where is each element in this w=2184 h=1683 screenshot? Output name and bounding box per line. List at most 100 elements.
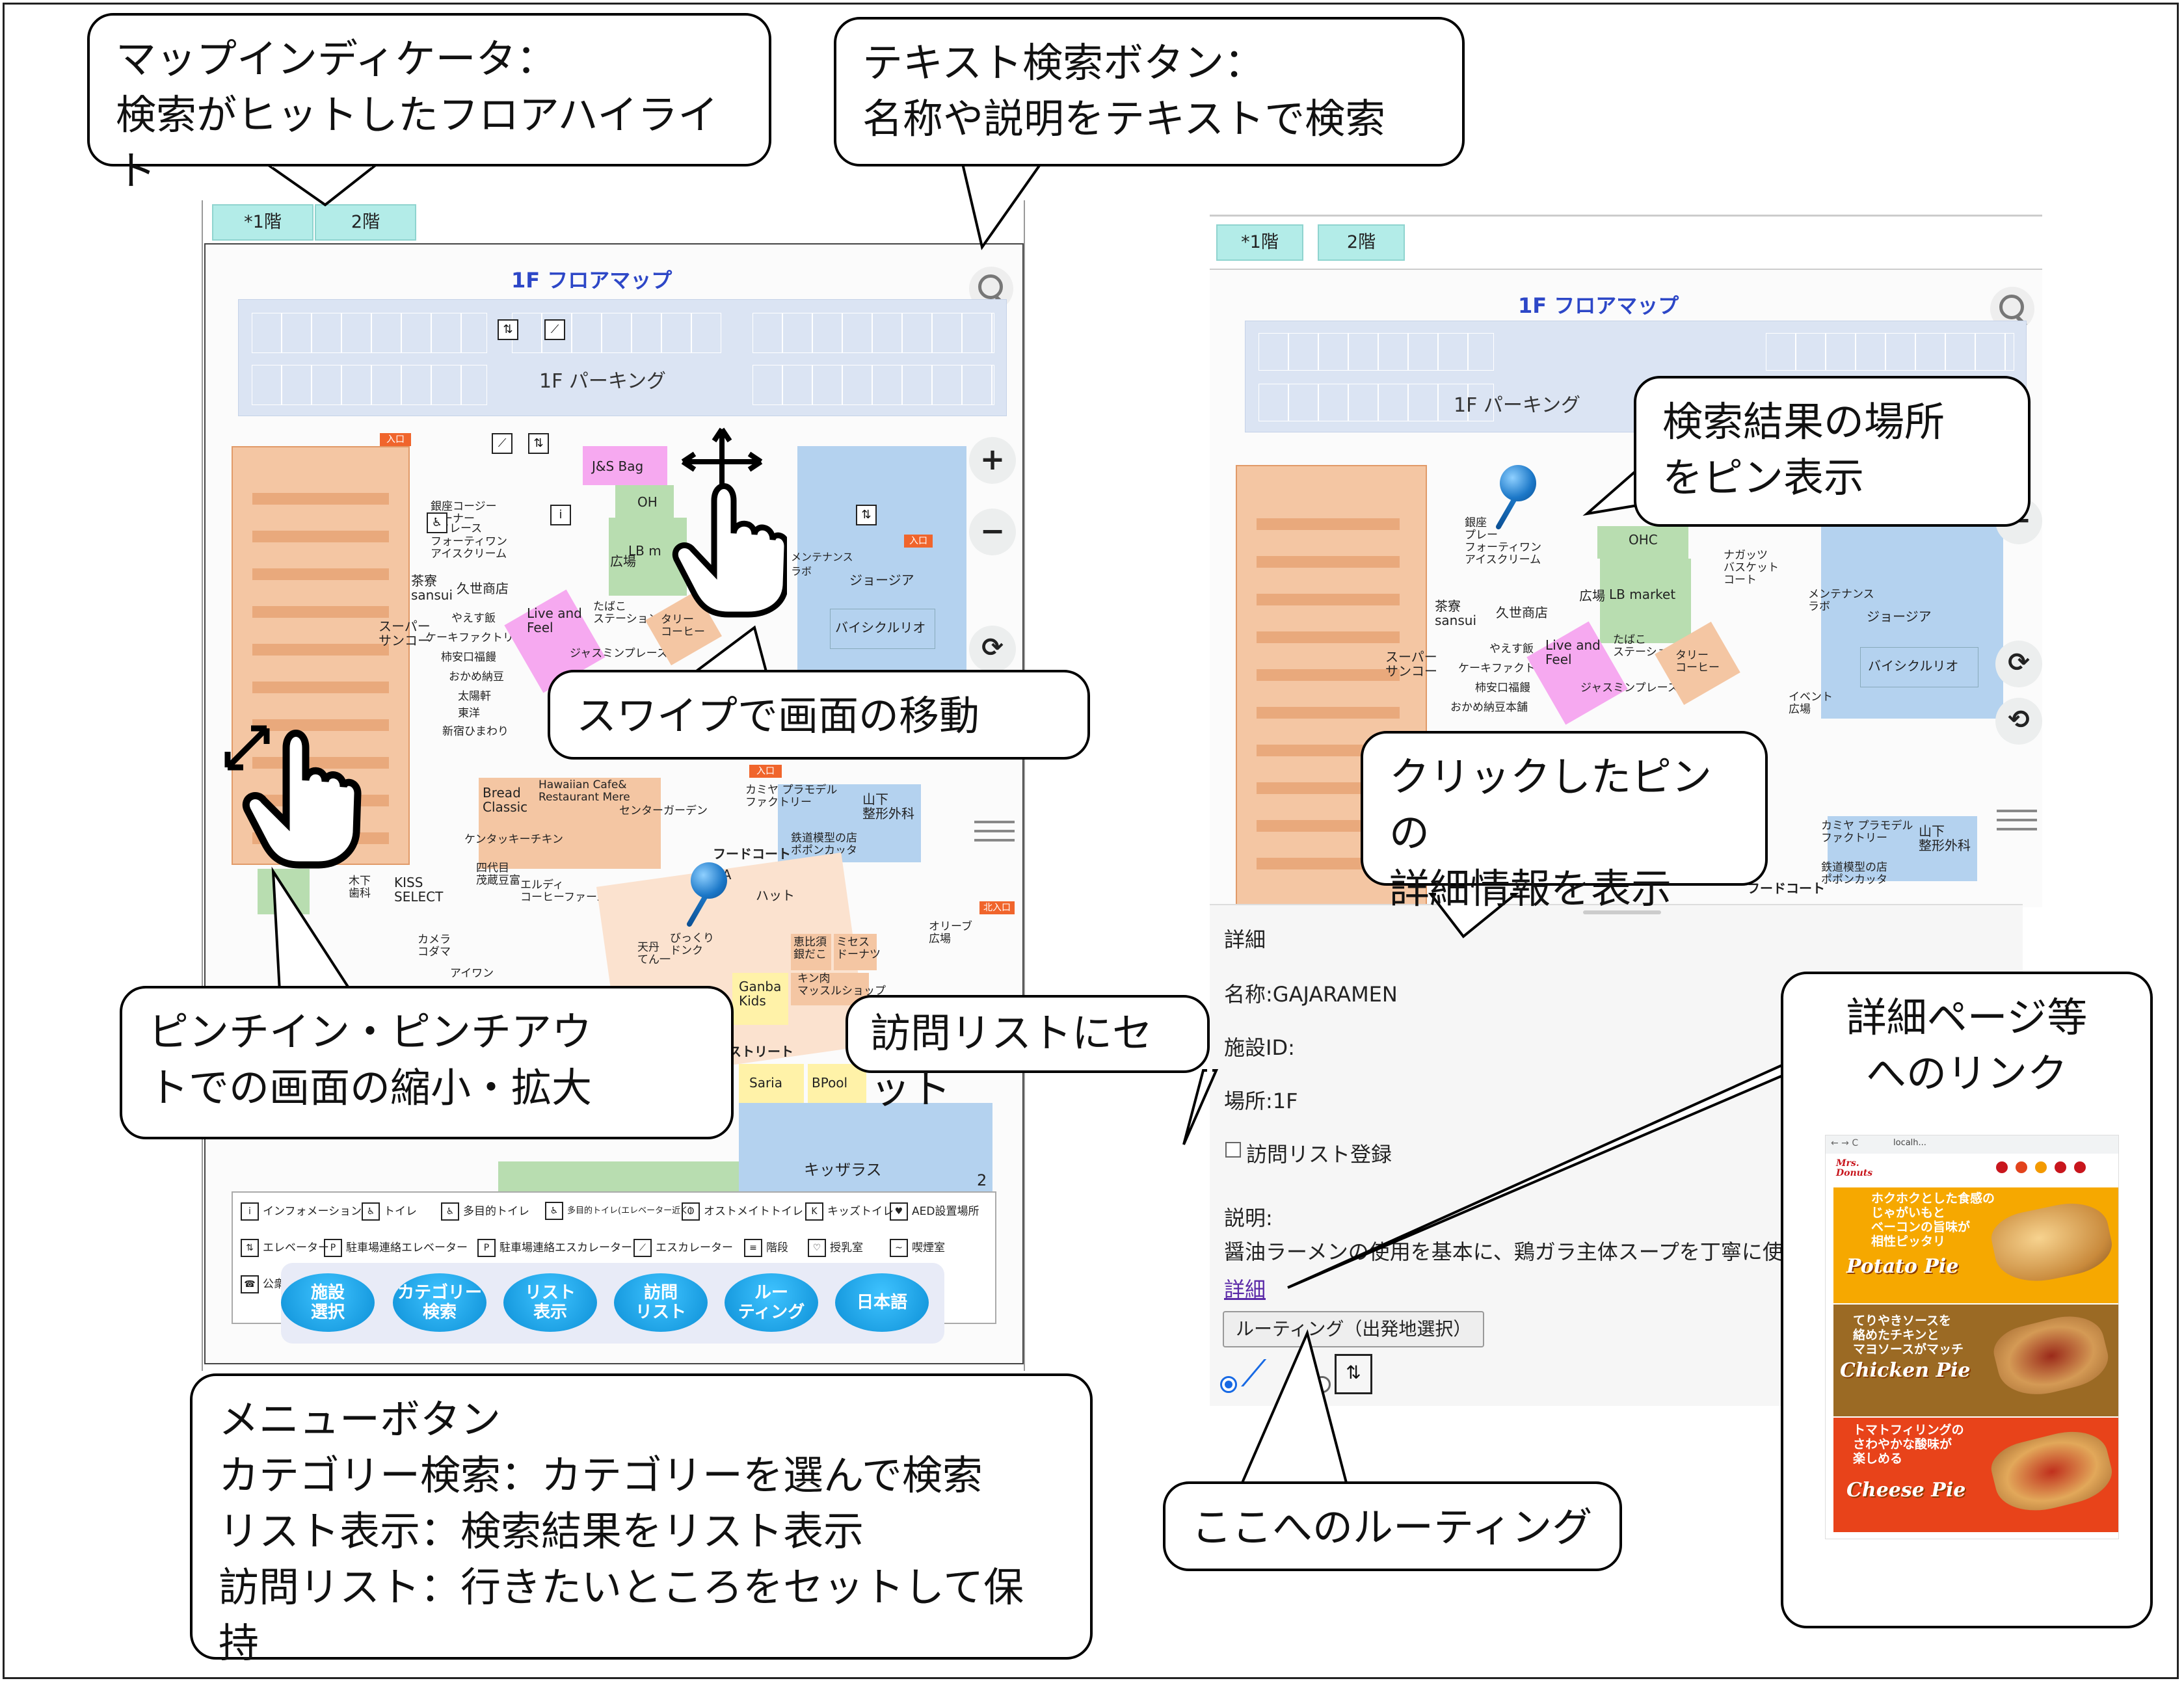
map-title-right: 1F フロアマップ: [1518, 293, 1679, 318]
browser-bar: ← → C localh...: [1826, 1135, 2118, 1154]
shop-block-saria[interactable]: [739, 1064, 804, 1103]
shop-block-bicycle-right[interactable]: [1860, 647, 1978, 687]
rotate-ccw-button-right[interactable]: ⟲: [1995, 698, 2042, 745]
hamburger-icon[interactable]: [972, 814, 1017, 857]
shop-block-ohc[interactable]: [1597, 526, 1688, 559]
detail-web-page[interactable]: ← → C localh... Mrs. Donuts ホクホクとした食感の じ…: [1825, 1135, 2119, 1539]
search-icon-right[interactable]: [1990, 287, 2034, 331]
callout-pin-result: 検索結果の場所 をピン表示: [1634, 376, 2031, 527]
product-chicken-name: Chicken Pie: [1840, 1359, 1971, 1382]
shop-live: Live and Feel: [527, 605, 582, 635]
shop-block-bpool[interactable]: [808, 1064, 866, 1103]
rotate-button[interactable]: ⟳: [969, 626, 1016, 672]
rotate-button-right[interactable]: ⟳: [1995, 641, 2042, 687]
shop-kamiya-right: カミヤ プラモデル ファクトリー: [1821, 819, 1913, 845]
shop-block-lb-right[interactable]: [1600, 559, 1691, 643]
shop-block-jsbag[interactable]: [583, 446, 667, 485]
list-view-button[interactable]: リスト 表示: [503, 1273, 597, 1332]
shop-tetsudo: 鉄道模型の店 ポポンカッタ: [791, 832, 857, 857]
map-pin[interactable]: [691, 862, 727, 899]
shop-block-yamashita[interactable]: [862, 784, 921, 862]
zoom-in-button[interactable]: +: [969, 437, 1016, 484]
shop-block-oh[interactable]: [615, 485, 674, 518]
shop-aiwan: アイワン: [450, 967, 494, 980]
shop-lb: LB m: [628, 543, 661, 559]
shop-block-yamashita-right[interactable]: [1919, 816, 1977, 881]
shop-taikai: 太陽軒: [458, 690, 491, 703]
floor-tab-1f[interactable]: *1階: [212, 204, 313, 241]
shop-yamashita: 山下 整形外科: [862, 791, 914, 821]
shop-kamiya: カミヤ プラモデル ファクトリー: [745, 784, 838, 809]
entrance-label-3: 入口: [904, 535, 933, 548]
shop-ginza-right: 銀座 プレー フォーティワン アイスクリーム: [1465, 516, 1541, 566]
shop-block-georgia[interactable]: [797, 446, 966, 700]
product-potato[interactable]: ホクホクとした食感の じゃがいもと ベーコンの旨味が 相性ピッタリ Potato…: [1833, 1187, 2118, 1303]
shop-block-kamiya-right[interactable]: [1828, 816, 1919, 881]
browser-address[interactable]: localh...: [1893, 1138, 1926, 1148]
product-cheese[interactable]: トマトフィリングの さわやかな酸味が 楽しめる Cheese Pie: [1833, 1418, 2118, 1532]
shop-hut: ハット: [756, 888, 795, 903]
product-chicken[interactable]: てりやきソースを 絡めたチキンと マヨソースがマッチ Chicken Pie: [1833, 1305, 2118, 1416]
floor-tab-2f-right[interactable]: 2階: [1318, 224, 1405, 261]
floor-tab-2f[interactable]: 2階: [315, 204, 416, 241]
visit-list-button[interactable]: 訪問 リスト: [614, 1273, 708, 1332]
drag-handle[interactable]: [1583, 910, 1661, 914]
shop-erdi: エルディ コーヒーファーム: [520, 879, 608, 904]
product-potato-name: Potato Pie: [1846, 1255, 1959, 1278]
visit-list-checkbox[interactable]: [1225, 1142, 1241, 1158]
shop-olive: オリーブ 広場: [929, 920, 972, 946]
hamburger-icon-right[interactable]: [1994, 803, 2040, 846]
zoom-out-button[interactable]: −: [969, 509, 1016, 555]
elevator-icon-route: ⇅: [1335, 1354, 1372, 1394]
floor-tab-1f-right[interactable]: *1階: [1216, 224, 1303, 261]
legend-toilet: ♿トイレ: [362, 1202, 417, 1221]
shop-block-ganba[interactable]: [732, 973, 788, 1025]
callout-visit-list: 訪問リストにセット: [846, 995, 1210, 1113]
escalator-icon-route: ⟋: [1241, 1353, 1267, 1395]
shop-ganba: Ganba Kids: [739, 979, 782, 1009]
routing-button[interactable]: ルー ティング: [725, 1273, 818, 1332]
category-search-button[interactable]: カテゴリー 検索: [393, 1273, 486, 1332]
shop-kiss: KISS SELECT: [394, 875, 444, 905]
routing-origin-button[interactable]: ルーティング（出発地選択）: [1223, 1311, 1485, 1347]
shop-toyo: 東洋: [458, 707, 480, 720]
detail-link[interactable]: 詳細: [1224, 1277, 1266, 1302]
brand-logo: Mrs. Donuts: [1836, 1158, 1873, 1178]
shop-lb-right: LB market: [1609, 587, 1676, 602]
shop-block-hawaii[interactable]: [479, 778, 661, 869]
shop-hawaii: Hawaiian Cafe& Restaurant Mere: [539, 778, 630, 804]
detail-id: 施設ID:: [1224, 1035, 1295, 1060]
north-entrance: 北入口: [979, 901, 1015, 914]
shop-block-bicycle[interactable]: [830, 609, 935, 649]
shop-block-mister[interactable]: [834, 934, 877, 970]
toilet-icon: ♿: [427, 512, 447, 533]
shop-kuyo: 久世商店: [457, 581, 509, 596]
route-escalator-radio[interactable]: [1220, 1376, 1237, 1393]
shop-mente: メンテナンス ラボ: [791, 551, 853, 577]
legend-multi-toilet-ev: ♿多目的トイレ(エレベーター近く): [545, 1202, 692, 1220]
escalator-icon: ⟋: [544, 319, 565, 340]
shop-block-kamiya[interactable]: [778, 784, 862, 862]
callout-swipe: スワイプで画面の移動: [548, 670, 1090, 760]
elevator-icon-2: ⇅: [528, 433, 549, 454]
detail-place: 場所:1F: [1224, 1089, 1298, 1113]
shop-shinsen: 新宿ひまわり: [442, 725, 509, 738]
shop-georgia: ジョージア: [849, 572, 914, 588]
shop-block-ebisu[interactable]: [791, 934, 831, 970]
pinch-hand-icon: [221, 709, 384, 871]
shop-block-green[interactable]: [258, 869, 310, 914]
shop-cake: ケーキファクトリー: [425, 631, 525, 644]
shop-okame: おかめ納豆: [449, 670, 504, 683]
info-icon: i: [550, 505, 571, 525]
shop-pres: フレース: [438, 522, 483, 535]
language-button[interactable]: 日本語: [835, 1273, 929, 1332]
route-elevator-radio[interactable]: [1314, 1376, 1331, 1393]
shop-jsbag: J&S Bag: [592, 458, 644, 474]
map-pin-right[interactable]: [1500, 465, 1536, 501]
detail-desc-label: 説明:: [1224, 1206, 1273, 1230]
facility-select-button[interactable]: 施設 選択: [281, 1273, 375, 1332]
shop-kizaras: キッザラス: [804, 1161, 882, 1179]
shop-georgia-right: ジョージア: [1867, 609, 1932, 624]
